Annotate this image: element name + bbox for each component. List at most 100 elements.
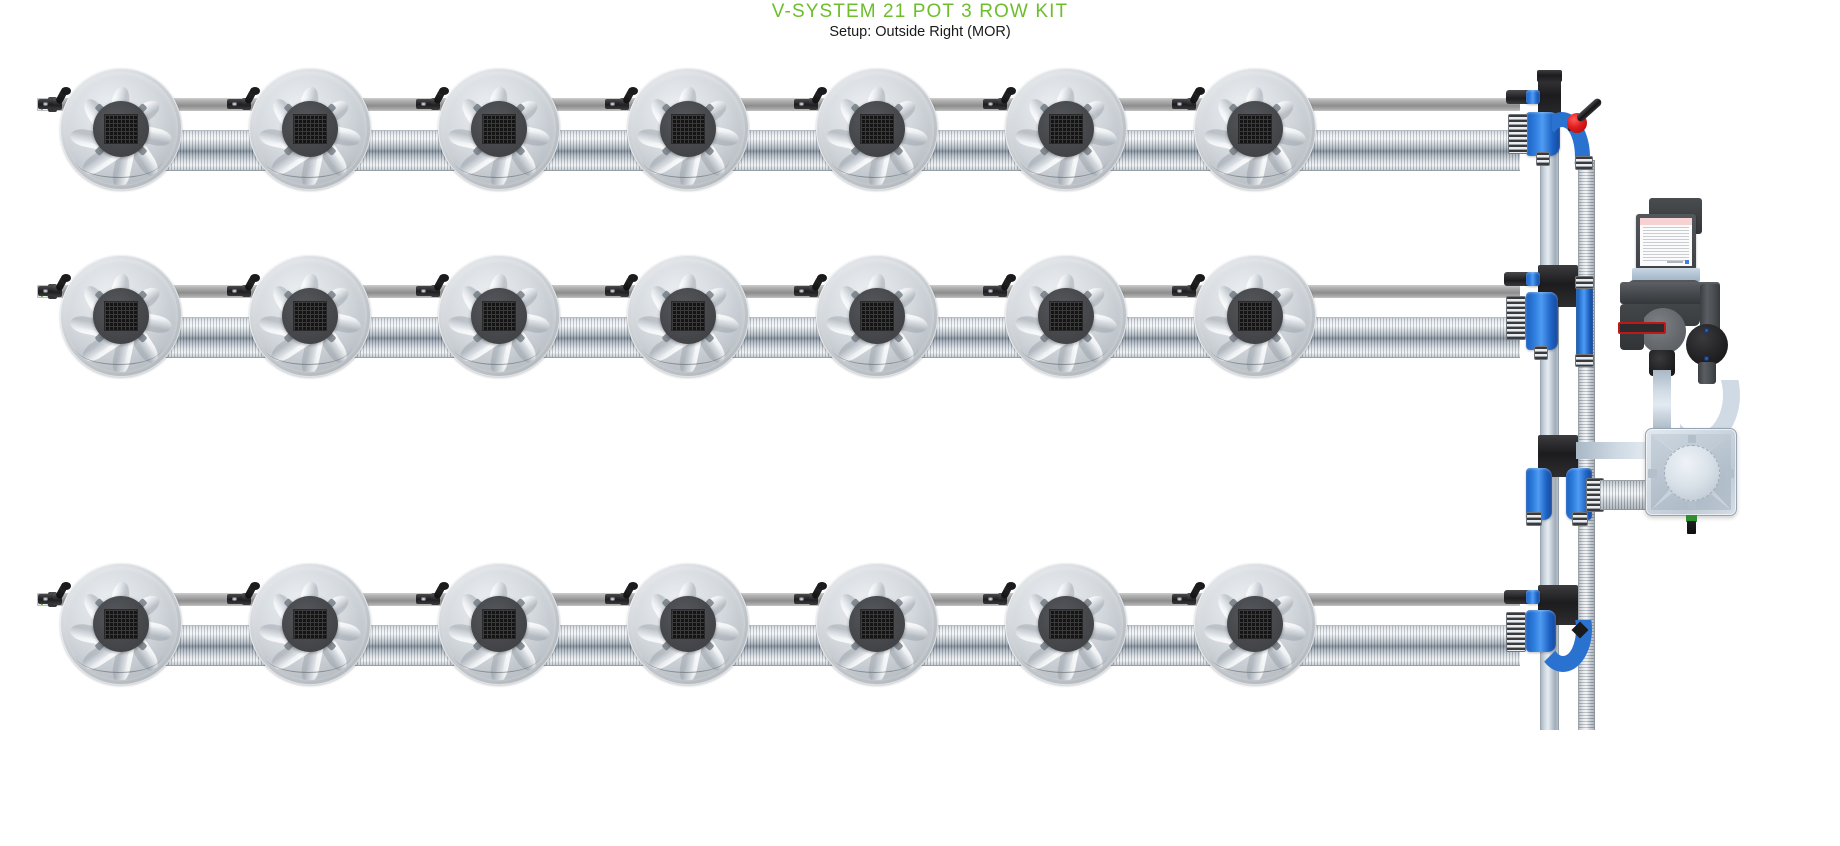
drip-line-tube <box>38 593 1520 606</box>
v-system-pot[interactable] <box>627 255 749 377</box>
drip-emitter-fitting[interactable] <box>1172 274 1205 301</box>
v-system-pot[interactable] <box>1194 255 1316 377</box>
v-system-pot[interactable] <box>1005 68 1127 190</box>
display-indicator-dot <box>1685 260 1689 264</box>
v-system-pot[interactable] <box>1194 68 1316 190</box>
pot-drain-grid <box>860 114 894 144</box>
v-system-pot[interactable] <box>60 68 182 190</box>
pot-bottom-arc <box>265 144 351 178</box>
pot-bottom-arc <box>1021 639 1107 673</box>
v-system-pot[interactable] <box>438 563 560 685</box>
pot-bottom-arc <box>1021 144 1107 178</box>
filter-lid[interactable] <box>1664 445 1720 501</box>
drip-emitter-fitting[interactable] <box>794 87 827 114</box>
pipe-clamp-row1-a <box>1508 114 1528 154</box>
pot-drain-grid <box>860 301 894 331</box>
emitter-collar <box>53 593 62 605</box>
emitter-stake-tip <box>250 582 260 590</box>
drip-feed-line <box>38 98 1520 111</box>
pot-bottom-arc <box>1210 639 1296 673</box>
v-system-pot[interactable] <box>249 255 371 377</box>
pot-bottom-arc <box>454 144 540 178</box>
v-system-pot[interactable] <box>816 68 938 190</box>
emitter-collar <box>242 593 251 605</box>
v-system-pot[interactable] <box>249 563 371 685</box>
drip-emitter-fitting[interactable] <box>983 274 1016 301</box>
drip-emitter-fitting[interactable] <box>1172 582 1205 609</box>
pot-bottom-arc <box>1210 144 1296 178</box>
v-system-pot[interactable] <box>816 563 938 685</box>
emitter-eye <box>232 102 237 106</box>
emitter-eye <box>232 289 237 293</box>
drip-emitter-fitting[interactable] <box>605 274 638 301</box>
drip-emitter-fitting[interactable] <box>38 274 71 301</box>
pot-drain-grid <box>482 609 516 639</box>
emitter-eye <box>1177 102 1182 106</box>
filter-tab-right <box>1725 469 1734 478</box>
pipe-clamp-row3-a <box>1506 612 1526 652</box>
emitter-stake-tip <box>628 87 638 95</box>
blue-connector-outlet <box>1526 468 1552 520</box>
emitter-stake-tip <box>628 582 638 590</box>
drip-line-tube <box>38 285 1520 298</box>
drip-emitter-fitting[interactable] <box>416 274 449 301</box>
drip-emitter-fitting[interactable] <box>38 87 71 114</box>
pipe-clamp-row1-c <box>1575 156 1593 170</box>
emitter-collar <box>53 98 62 110</box>
drip-emitter-fitting[interactable] <box>605 582 638 609</box>
drip-emitter-fitting[interactable] <box>227 274 260 301</box>
emitter-eye <box>1177 289 1182 293</box>
emitter-eye <box>43 289 48 293</box>
emitter-stake-tip <box>1195 87 1205 95</box>
pot-bottom-arc <box>454 331 540 365</box>
drip-emitter-fitting[interactable] <box>794 274 827 301</box>
v-system-pot[interactable] <box>816 255 938 377</box>
v-system-pot[interactable] <box>1005 255 1127 377</box>
emitter-eye <box>610 597 615 601</box>
emitter-stake-tip <box>817 274 827 282</box>
drip-emitter-fitting[interactable] <box>794 582 827 609</box>
drip-emitter-fitting[interactable] <box>38 582 71 609</box>
emitter-collar <box>809 98 818 110</box>
emitter-stake-tip <box>61 582 71 590</box>
pot-drain-grid <box>1049 301 1083 331</box>
emitter-eye <box>421 102 426 106</box>
emitter-collar <box>242 98 251 110</box>
filter-housing[interactable] <box>1645 428 1737 516</box>
v-system-pot[interactable] <box>60 255 182 377</box>
pump-controller-unit[interactable] <box>1618 198 1755 442</box>
emitter-collar <box>620 285 629 297</box>
drip-emitter-fitting[interactable] <box>605 87 638 114</box>
corrugated-connect-hose <box>1600 480 1652 510</box>
v-system-pot[interactable] <box>627 563 749 685</box>
drip-emitter-fitting[interactable] <box>416 87 449 114</box>
pot-bottom-arc <box>832 144 918 178</box>
emitter-collar <box>242 285 251 297</box>
emitter-stake-tip <box>628 274 638 282</box>
drip-emitter-fitting[interactable] <box>1172 87 1205 114</box>
display-header-band <box>1640 218 1692 225</box>
controller-lcd-display[interactable] <box>1640 218 1692 266</box>
drip-emitter-fitting[interactable] <box>227 87 260 114</box>
filter-tab-bottom <box>1688 501 1696 509</box>
pot-bottom-arc <box>643 144 729 178</box>
page-subtitle: Setup: Outside Right (MOR) <box>829 24 1011 40</box>
drip-emitter-fitting[interactable] <box>416 582 449 609</box>
emitter-collar <box>431 593 440 605</box>
v-system-pot[interactable] <box>249 68 371 190</box>
pot-drain-grid <box>1049 114 1083 144</box>
v-system-pot[interactable] <box>1194 563 1316 685</box>
pot-bottom-arc <box>643 331 729 365</box>
v-system-pot[interactable] <box>60 563 182 685</box>
v-system-pot[interactable] <box>438 255 560 377</box>
pot-bottom-arc <box>832 639 918 673</box>
pot-drain-grid <box>1238 609 1272 639</box>
v-system-pot[interactable] <box>1005 563 1127 685</box>
filter-drain-plug[interactable] <box>1687 521 1696 534</box>
v-system-pot[interactable] <box>627 68 749 190</box>
blue-elbow-row1 <box>1526 90 1540 104</box>
drip-emitter-fitting[interactable] <box>227 582 260 609</box>
drip-emitter-fitting[interactable] <box>983 582 1016 609</box>
drip-emitter-fitting[interactable] <box>983 87 1016 114</box>
v-system-pot[interactable] <box>438 68 560 190</box>
